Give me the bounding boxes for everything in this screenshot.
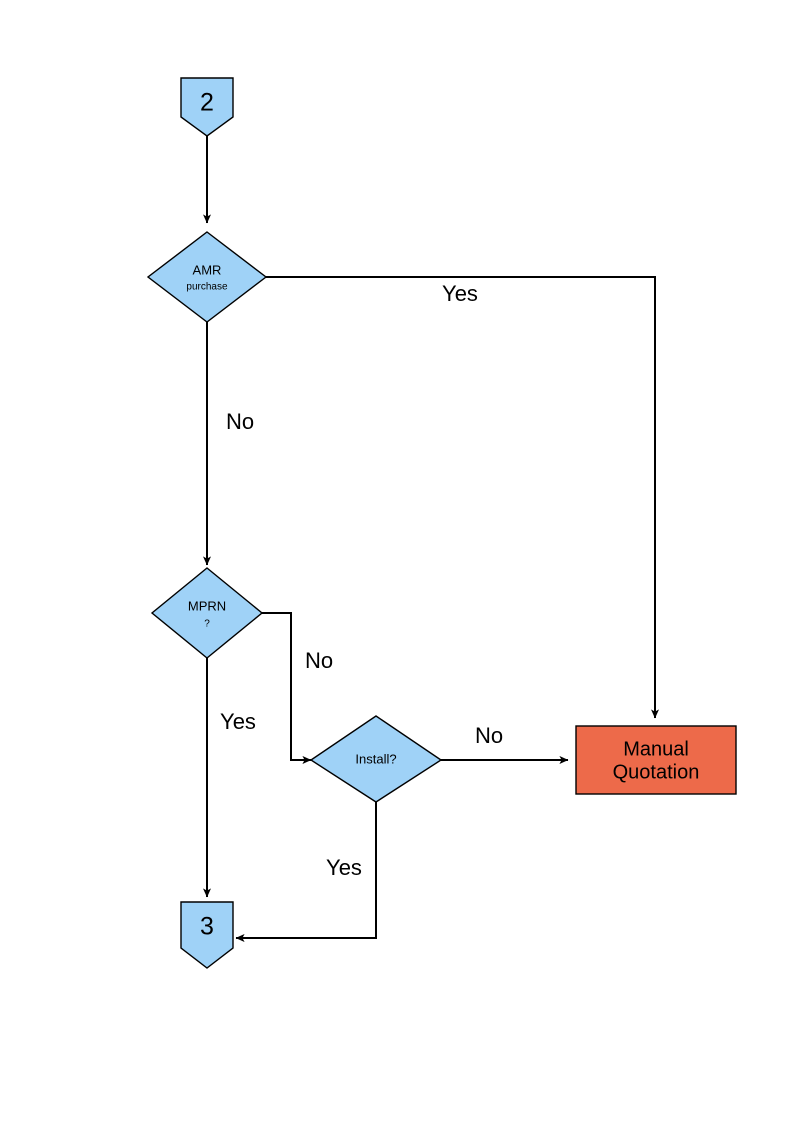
end-connector-shape[interactable] [180, 901, 234, 969]
mprn-decision-label-line1: MPRN [188, 598, 226, 613]
install-decision-shape[interactable] [309, 715, 443, 803]
amr-purchase-decision-label-line1: AMR [193, 262, 222, 277]
node-manual-quotation-process[interactable]: Manual Quotation [575, 725, 737, 795]
mprn-decision-label-line2: ? [204, 619, 210, 630]
edge-amr-no: No [203, 322, 254, 566]
edge-label-install-yes: Yes [326, 855, 362, 880]
amr-purchase-decision-label-line2: purchase [186, 282, 228, 293]
edge-mprn-yes: Yes [203, 658, 256, 898]
node-mprn-decision[interactable]: MPRN ? [150, 567, 264, 659]
manual-quotation-process-shape[interactable] [575, 725, 737, 795]
amr-purchase-decision-shape[interactable] [146, 231, 268, 323]
manual-quotation-label-line2: Quotation [613, 761, 700, 783]
edge-label-mprn-no: No [305, 648, 333, 673]
node-end-connector[interactable]: 3 [180, 901, 234, 969]
start-connector-shape[interactable] [180, 77, 234, 137]
edge-install-yes: Yes [235, 802, 377, 942]
edge-label-amr-no: No [226, 409, 254, 434]
node-install-decision[interactable]: Install? [309, 715, 443, 803]
edge-label-install-no: No [475, 723, 503, 748]
install-decision-label: Install? [355, 751, 396, 766]
end-connector-label: 3 [200, 913, 214, 941]
manual-quotation-label-line1: Manual [623, 738, 689, 760]
edge-label-mprn-yes: Yes [220, 709, 256, 734]
mprn-decision-shape[interactable] [150, 567, 264, 659]
node-amr-purchase-decision[interactable]: AMR purchase [146, 231, 268, 323]
edge-label-amr-yes: Yes [442, 281, 478, 306]
start-connector-label: 2 [200, 89, 214, 117]
edge-amr-yes: Yes [266, 276, 659, 719]
edge-install-no: No [441, 723, 569, 764]
node-start-connector[interactable]: 2 [180, 77, 234, 137]
edge-mprn-no: No [262, 612, 333, 764]
